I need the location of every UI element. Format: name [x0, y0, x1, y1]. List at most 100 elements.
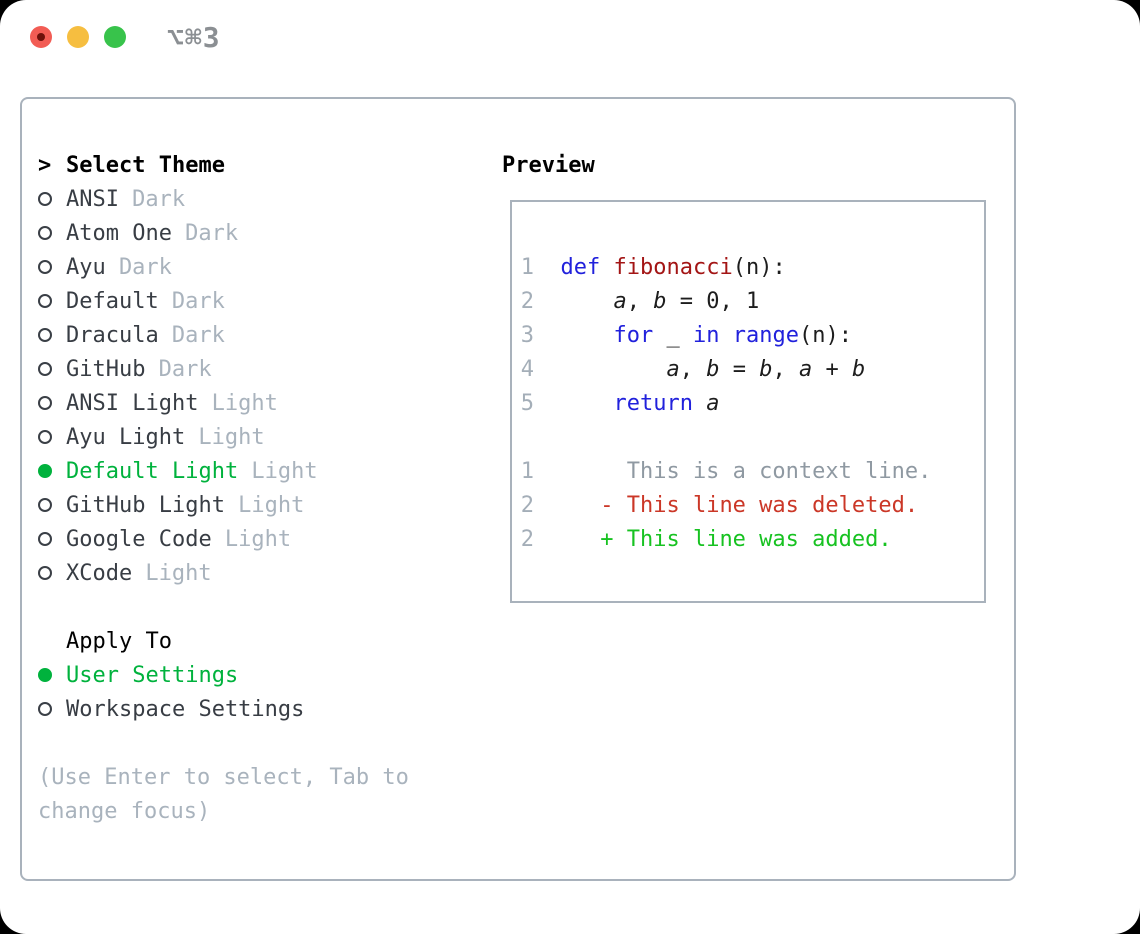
- prompt-marker: >: [38, 152, 52, 178]
- option-label: Default Light: [66, 458, 239, 484]
- line-number: 5: [520, 390, 534, 416]
- line-content: for _ in range(n):: [613, 322, 852, 348]
- select-theme-header: > Select Theme: [38, 148, 488, 182]
- theme-option[interactable]: GitHub Dark: [38, 352, 488, 386]
- line-content: a, b = b, a + b: [666, 356, 866, 382]
- theme-option[interactable]: Google Code Light: [38, 522, 488, 556]
- option-label: Google Code: [66, 526, 212, 552]
- theme-option[interactable]: Ayu Light Light: [38, 420, 488, 454]
- line-content: This is a context line.: [534, 458, 932, 484]
- close-dot-icon: [37, 33, 45, 41]
- radio-icon: [38, 260, 66, 274]
- line-number: 2: [520, 492, 534, 518]
- radio-icon: [38, 362, 66, 376]
- apply-to-header: Apply To: [38, 624, 488, 658]
- option-variant: Light: [224, 526, 292, 552]
- radio-icon: [38, 702, 66, 716]
- option-label: User Settings: [66, 662, 239, 688]
- theme-option[interactable]: Atom One Dark: [38, 216, 488, 250]
- list-spacer: [38, 726, 488, 760]
- code-block: 1 def fibonacci(n): 2 a, b = 0, 1 3 for …: [520, 250, 984, 420]
- diff-block: 1 This is a context line. 2 - This line …: [520, 454, 984, 556]
- preview-pane: 1 def fibonacci(n): 2 a, b = 0, 1 3 for …: [510, 200, 986, 603]
- option-label: Atom One: [66, 220, 172, 246]
- code-line: 3 for _ in range(n):: [520, 318, 984, 352]
- theme-option[interactable]: ANSI Dark: [38, 182, 488, 216]
- line-content: a, b = 0, 1: [613, 288, 760, 314]
- option-label: Dracula: [66, 322, 159, 348]
- theme-option[interactable]: ANSI Light Light: [38, 386, 488, 420]
- theme-option[interactable]: GitHub Light Light: [38, 488, 488, 522]
- option-label: Default: [66, 288, 159, 314]
- window-shortcut-label: ⌥⌘3: [167, 21, 221, 54]
- option-label: Ayu: [66, 254, 106, 280]
- apply-option[interactable]: Workspace Settings: [38, 692, 488, 726]
- radio-icon: [38, 294, 66, 308]
- radio-icon: [38, 226, 66, 240]
- radio-icon: [38, 192, 66, 206]
- option-variant: Dark: [132, 186, 186, 212]
- option-label: XCode: [66, 560, 133, 586]
- diff-line: 2 - This line was deleted.: [520, 488, 984, 522]
- line-number: 2: [520, 526, 534, 552]
- code-line: 5 return a: [520, 386, 984, 420]
- option-label: Ayu Light: [66, 424, 186, 450]
- zoom-button[interactable]: [104, 26, 126, 48]
- line-content: + This line was added.: [600, 526, 892, 552]
- theme-list: > Select Theme ANSI Dark Atom One Dark A…: [38, 148, 488, 828]
- code-line: 1 def fibonacci(n):: [520, 250, 984, 284]
- radio-icon: [38, 396, 66, 410]
- option-variant: Light: [251, 458, 318, 484]
- theme-option[interactable]: Default Dark: [38, 284, 488, 318]
- line-content: - This line was deleted.: [600, 492, 919, 518]
- option-label: ANSI Light: [66, 390, 199, 416]
- theme-options: ANSI Dark Atom One Dark Ayu Dark Default…: [38, 182, 488, 590]
- list-spacer: [38, 590, 488, 624]
- option-label: ANSI: [66, 186, 119, 212]
- code-line: 4 a, b = b, a + b: [520, 352, 984, 386]
- radio-icon: [38, 430, 66, 444]
- option-label: GitHub Light: [66, 492, 225, 518]
- option-variant: Dark: [171, 288, 225, 314]
- option-label: Workspace Settings: [66, 696, 305, 722]
- apply-option[interactable]: User Settings: [38, 658, 488, 692]
- option-variant: Dark: [118, 254, 172, 280]
- theme-option[interactable]: XCode Light: [38, 556, 488, 590]
- option-variant: Dark: [185, 220, 239, 246]
- line-number: 1: [520, 254, 534, 280]
- diff-line: 2 + This line was added.: [520, 522, 984, 556]
- title-bar: ⌥⌘3: [0, 0, 1140, 74]
- option-variant: Dark: [171, 322, 225, 348]
- radio-icon: [38, 668, 66, 682]
- diff-line: 1 This is a context line.: [520, 454, 984, 488]
- hint-text-line-2: change focus): [38, 798, 211, 824]
- option-variant: Light: [211, 390, 278, 416]
- theme-option[interactable]: Default Light Light: [38, 454, 488, 488]
- preview-title: Preview: [502, 152, 595, 178]
- option-variant: Light: [198, 424, 265, 450]
- radio-icon: [38, 498, 66, 512]
- theme-option[interactable]: Ayu Dark: [38, 250, 488, 284]
- radio-icon: [38, 566, 66, 580]
- close-button[interactable]: [30, 26, 52, 48]
- code-line: 2 a, b = 0, 1: [520, 284, 984, 318]
- apply-options: User Settings Workspace Settings: [38, 658, 488, 726]
- minimize-button[interactable]: [67, 26, 89, 48]
- apply-to-title: Apply To: [66, 628, 172, 654]
- radio-icon: [38, 464, 66, 478]
- hint-text-line-1: (Use Enter to select, Tab to: [38, 764, 409, 790]
- option-label: GitHub: [66, 356, 146, 382]
- radio-icon: [38, 532, 66, 546]
- theme-option[interactable]: Dracula Dark: [38, 318, 488, 352]
- line-number: 1: [520, 458, 534, 484]
- line-number: 4: [520, 356, 534, 382]
- option-variant: Light: [238, 492, 305, 518]
- main-panel: > Select Theme ANSI Dark Atom One Dark A…: [20, 97, 1016, 881]
- radio-icon: [38, 328, 66, 342]
- select-theme-title: Select Theme: [66, 152, 225, 178]
- line-content: def fibonacci(n):: [560, 254, 786, 280]
- line-number: 3: [520, 322, 534, 348]
- line-content: return a: [613, 390, 720, 416]
- option-variant: Dark: [158, 356, 212, 382]
